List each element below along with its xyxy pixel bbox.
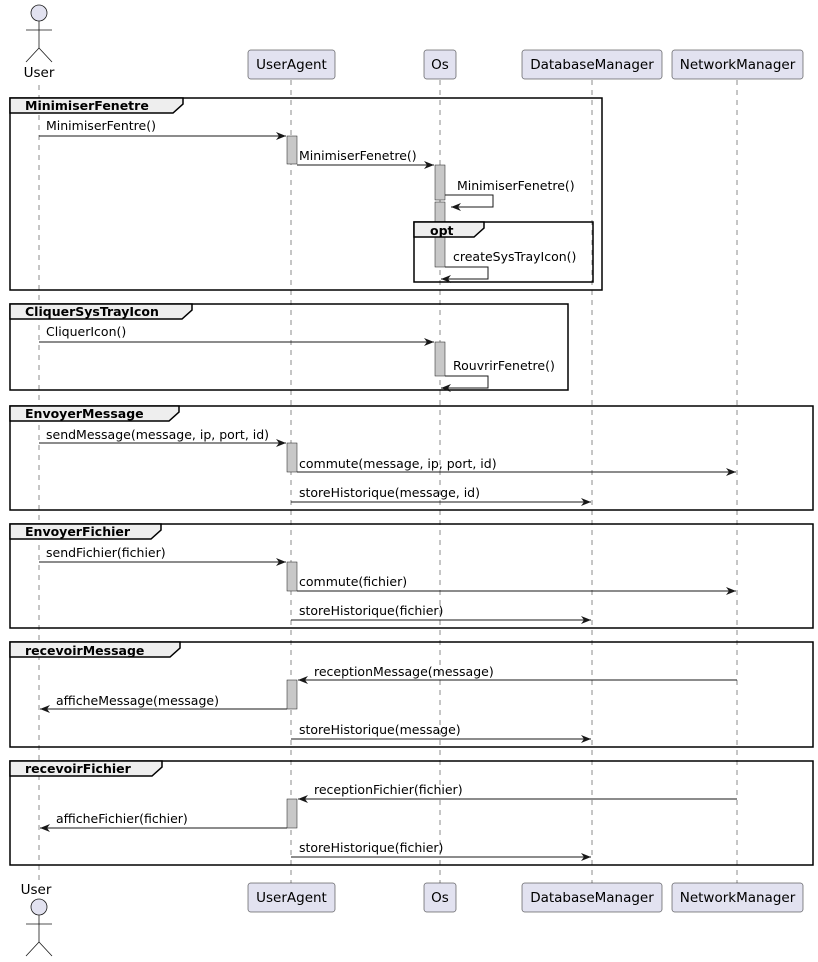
fragment-frame	[9, 97, 603, 291]
participant-label-useragent: UserAgent	[256, 57, 327, 73]
fragment-title: opt	[430, 223, 454, 238]
participant-label-os-bottom: Os	[431, 890, 449, 906]
activation-bar	[434, 164, 446, 201]
message-label: MinimiserFenetre()	[299, 148, 417, 163]
activation-bar	[286, 561, 298, 592]
activation-bar	[434, 341, 446, 377]
participant-box-os	[423, 49, 457, 80]
self-message-arrow	[441, 375, 489, 392]
fragment-frame	[9, 523, 814, 629]
message-label: afficheFichier(fichier)	[56, 811, 188, 826]
fragment-title: recevoirMessage	[25, 643, 144, 658]
message-label: commute(message, ip, port, id)	[299, 456, 497, 471]
participant-label-networkmanager-bottom: NetworkManager	[680, 890, 796, 906]
participant-label-user-bottom: User	[21, 882, 52, 898]
fragment-recevoir-message: recevoirMessage receptionMessage(message…	[9, 641, 814, 748]
fragment-minimiser-fenetre: MinimiserFenetre MinimiserFentre() Minim…	[9, 97, 603, 291]
participant-label-databasemanager: DatabaseManager	[530, 57, 654, 73]
self-message-arrow	[445, 194, 494, 211]
fragment-frame	[9, 405, 814, 511]
activation-bar	[286, 442, 298, 473]
participant-box-databasemanager	[521, 49, 663, 80]
participant-label-os: Os	[431, 57, 449, 73]
fragment-title: EnvoyerMessage	[25, 406, 144, 421]
participant-label-useragent-bottom: UserAgent	[256, 890, 327, 906]
fragment-opt: opt createSysTrayIcon()	[413, 221, 594, 283]
message-label: sendFichier(fichier)	[46, 545, 166, 560]
fragment-title-tab	[9, 523, 162, 540]
actor-user-bottom	[25, 898, 53, 957]
fragment-frame	[9, 641, 814, 748]
message-label: storeHistorique(fichier)	[299, 603, 443, 618]
fragment-envoyer-message: EnvoyerMessage sendMessage(message, ip, …	[9, 405, 814, 511]
actor-head-icon	[30, 4, 48, 22]
fragment-frame	[9, 303, 569, 391]
message-label: receptionMessage(message)	[314, 664, 494, 679]
participant-label-networkmanager: NetworkManager	[680, 57, 796, 73]
message-label: createSysTrayIcon()	[453, 249, 576, 264]
activation-bar	[286, 679, 298, 710]
message-label: receptionFichier(fichier)	[314, 782, 463, 797]
self-message-arrow	[441, 266, 489, 283]
participants-top: User UserAgent Os DatabaseManager Networ…	[24, 4, 804, 81]
message-label: storeHistorique(fichier)	[299, 840, 443, 855]
participant-box-networkmanager	[671, 49, 804, 80]
fragment-title-tab	[9, 303, 193, 320]
participants-bottom: User UserAgent Os DatabaseManager Networ…	[21, 882, 804, 957]
fragment-title: EnvoyerFichier	[25, 524, 131, 539]
message-label: sendMessage(message, ip, port, id)	[46, 427, 269, 442]
message-label: MinimiserFentre()	[46, 118, 156, 133]
participant-label-databasemanager-bottom: DatabaseManager	[530, 890, 654, 906]
participant-box-os-bottom	[423, 882, 457, 913]
fragment-title-tab	[9, 760, 163, 777]
message-label: afficheMessage(message)	[56, 693, 219, 708]
fragment-title: MinimiserFenetre	[25, 98, 149, 113]
fragment-frame	[9, 760, 814, 866]
message-label: storeHistorique(message)	[299, 722, 461, 737]
participant-box-useragent-bottom	[247, 882, 336, 913]
actor-user-top	[25, 4, 53, 63]
fragment-title: recevoirFichier	[25, 761, 132, 776]
message-label: commute(fichier)	[299, 574, 407, 589]
participant-box-databasemanager-bottom	[521, 882, 663, 913]
fragment-recevoir-fichier: recevoirFichier receptionFichier(fichier…	[9, 760, 814, 866]
participant-box-networkmanager-bottom	[671, 882, 804, 913]
fragment-title-tab	[9, 405, 180, 422]
fragment-cliquer-systrayicon: CliquerSysTrayIcon CliquerIcon() Rouvrir…	[9, 303, 569, 392]
fragment-title-tab	[413, 221, 485, 238]
fragment-title-tab	[9, 641, 181, 658]
fragment-title-tab	[9, 97, 184, 114]
message-label: CliquerIcon()	[46, 324, 126, 339]
activation-bar	[286, 135, 298, 165]
message-label: MinimiserFenetre()	[457, 178, 575, 193]
participant-label-user: User	[24, 65, 55, 81]
message-label: storeHistorique(message, id)	[299, 485, 480, 500]
message-label: RouvrirFenetre()	[453, 358, 555, 373]
activation-bar	[286, 798, 298, 829]
actor-head-icon	[30, 898, 48, 916]
participant-box-useragent	[247, 49, 336, 80]
fragment-frame	[413, 221, 594, 283]
fragment-title: CliquerSysTrayIcon	[25, 304, 159, 319]
fragment-envoyer-fichier: EnvoyerFichier sendFichier(fichier) comm…	[9, 523, 814, 629]
